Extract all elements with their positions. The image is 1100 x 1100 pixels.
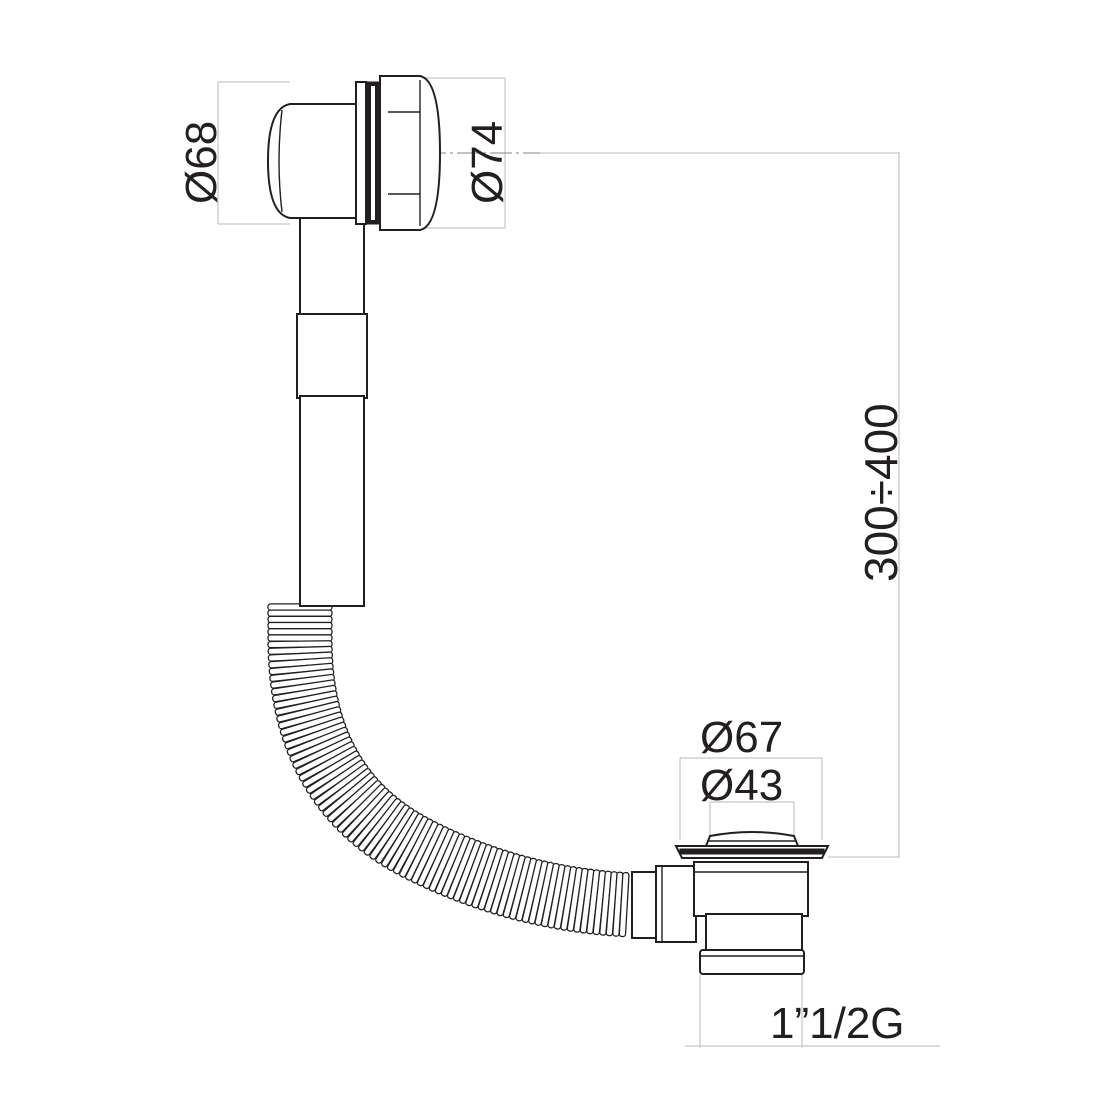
drain-body [631, 831, 830, 975]
dimension-label-height: 300÷400 [855, 403, 907, 582]
housing-curve-line [278, 109, 283, 213]
drain-housing [693, 861, 809, 917]
hose-rib [618, 871, 630, 938]
drain-neck [705, 913, 803, 951]
outlet-thread [699, 949, 805, 975]
flange-gasket [679, 848, 825, 855]
overflow-cap [379, 75, 442, 231]
overflow-housing [266, 103, 359, 219]
dimension-label-d67: Ø67 [700, 713, 784, 762]
dimension-label-thread: 1”1/2G [770, 999, 905, 1048]
corrugated-hose [267, 603, 634, 938]
overflow-head [266, 75, 442, 231]
gasket-highlight [371, 86, 375, 220]
dimension-label-d68: Ø68 [177, 120, 226, 204]
tube-sleeve [296, 313, 368, 399]
hose-ribs [267, 603, 630, 938]
lower-tube [299, 395, 365, 607]
overflow-flange [355, 81, 367, 225]
dimension-label-d74: Ø74 [463, 120, 512, 204]
overflow-tube [296, 197, 368, 607]
dimension-label-d43: Ø43 [700, 761, 784, 810]
drain-plug [704, 831, 800, 847]
